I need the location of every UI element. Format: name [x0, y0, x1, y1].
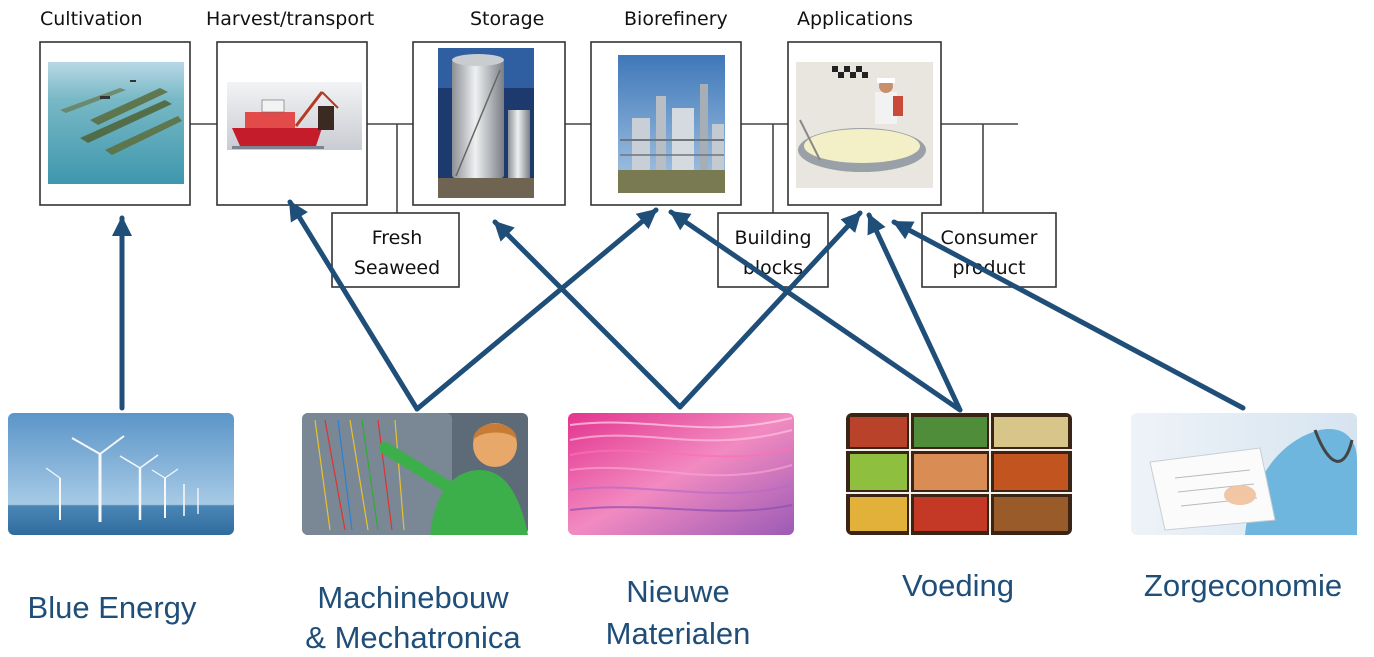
- sector-label-voeding: Voeding: [902, 568, 1014, 603]
- photo-zorgeconomie: [1131, 413, 1357, 535]
- stage-box-storage: [412, 41, 566, 206]
- biorefinery-plant-image: [618, 55, 725, 193]
- harvest-vessel-image: [227, 82, 362, 150]
- arrow-voeding-to-biorefinery: [668, 209, 963, 413]
- fresh-seaweed-line1: Fresh: [372, 227, 423, 249]
- photo-nieuwe-materialen: [568, 413, 794, 535]
- stage-title-cultivation: Cultivation: [40, 8, 143, 30]
- fresh-seaweed-line2: Seaweed: [354, 257, 440, 279]
- box-building-blocks: Building blocks: [717, 212, 829, 288]
- stage-title-storage: Storage: [470, 8, 544, 30]
- photo-machinebouw: [302, 413, 528, 535]
- stage-box-applications: [787, 41, 942, 206]
- stage-box-cultivation: [39, 41, 191, 206]
- sector-label-machinebouw-line1: Machinebouw: [317, 580, 509, 615]
- stage-title-harvest: Harvest/transport: [206, 8, 374, 30]
- arrow-machinebouw-to-biorefinery: [414, 207, 659, 412]
- building-blocks-line1: Building: [734, 227, 811, 249]
- consumer-product-line1: Consumer: [941, 227, 1038, 249]
- photo-blue-energy: [8, 413, 234, 535]
- sector-label-machinebouw-line2: & Mechatronica: [305, 620, 521, 655]
- sector-label-blue-energy: Blue Energy: [28, 590, 197, 625]
- photo-voeding: [846, 413, 1072, 535]
- stage-title-biorefinery: Biorefinery: [624, 8, 728, 30]
- arrow-zorgeconomie-to-applications: [891, 219, 1246, 411]
- storage-silo-image: [438, 48, 534, 198]
- stage-title-applications: Applications: [797, 8, 913, 30]
- stage-box-harvest: [216, 41, 368, 206]
- sector-label-nieuwe-materialen-line1: Nieuwe: [626, 574, 729, 609]
- sector-label-zorgeconomie: Zorgeconomie: [1144, 568, 1342, 603]
- arrow-materialen-to-applications: [677, 210, 863, 410]
- cheese-vat-image: [796, 62, 933, 188]
- arrow-machinebouw-to-harvest: [287, 199, 420, 412]
- seaweed-farm-image: [48, 62, 184, 184]
- box-fresh-seaweed: Fresh Seaweed: [331, 212, 460, 288]
- stage-box-biorefinery: [590, 41, 742, 206]
- sector-label-nieuwe-materialen-line2: Materialen: [606, 616, 751, 651]
- arrow-group: [112, 199, 1246, 413]
- arrow-voeding-to-applications: [866, 212, 963, 413]
- arrow-materialen-to-storage: [492, 219, 683, 410]
